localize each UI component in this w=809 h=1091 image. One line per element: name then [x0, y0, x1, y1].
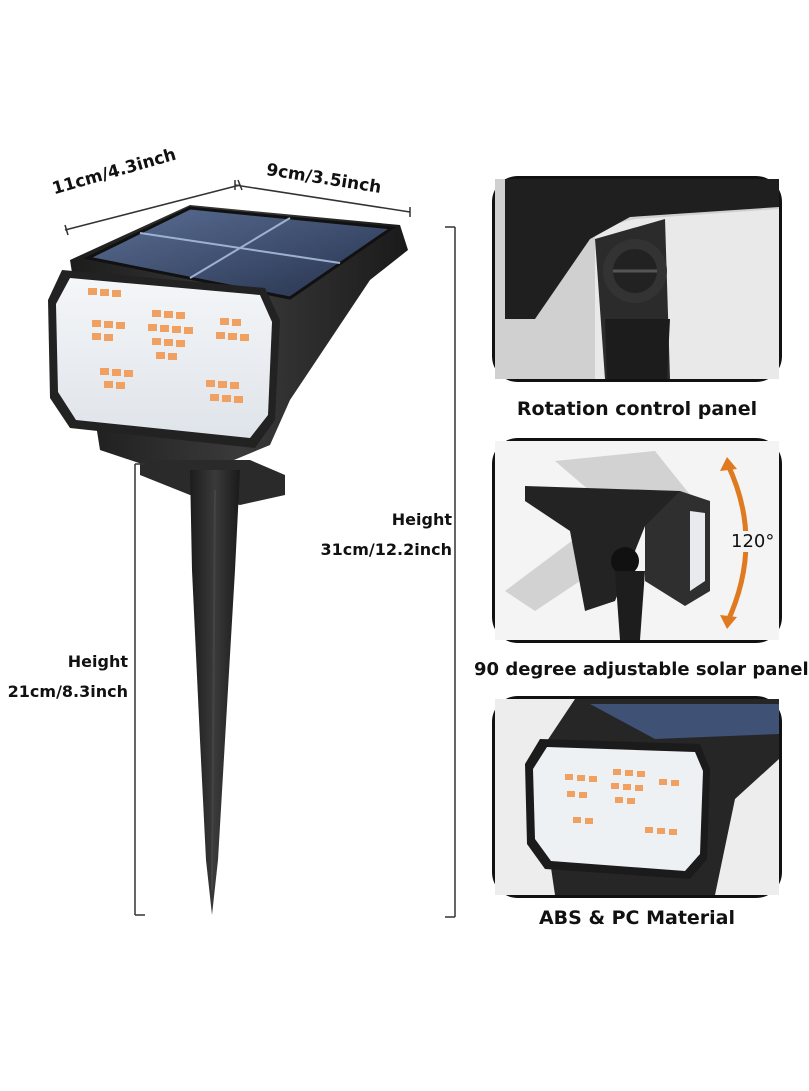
rotation-detail-panel: [492, 176, 782, 382]
total-height-bracket: [440, 225, 460, 924]
lamp-head-icon: [495, 699, 779, 895]
total-height-title: Height: [391, 510, 452, 529]
material-detail-panel: [492, 696, 782, 898]
total-height-value: 31cm/12.2inch: [320, 540, 453, 559]
dimension-line-icon: [234, 180, 411, 217]
dimension-bracket-icon: [134, 463, 145, 916]
rotation-joint-icon: [495, 179, 779, 379]
stake-height-bracket: [130, 462, 150, 922]
material-caption: ABS & PC Material: [538, 907, 736, 929]
dimension-line-icon: [64, 179, 243, 236]
stake-height-value: 21cm/8.3inch: [7, 682, 128, 701]
angle-label: 120°: [729, 531, 777, 552]
stake-height-title: Height: [67, 652, 128, 671]
tilt-detail-panel: 120°: [492, 438, 782, 643]
product-illustration: [40, 170, 420, 930]
width-dimension-line: [60, 175, 250, 239]
depth-dimension-line: [230, 180, 420, 224]
dimension-bracket-icon: [445, 226, 456, 918]
rotation-caption: Rotation control panel: [516, 398, 758, 420]
tilt-caption: 90 degree adjustable solar panel: [474, 659, 809, 680]
solar-spotlight-icon: [48, 205, 408, 915]
